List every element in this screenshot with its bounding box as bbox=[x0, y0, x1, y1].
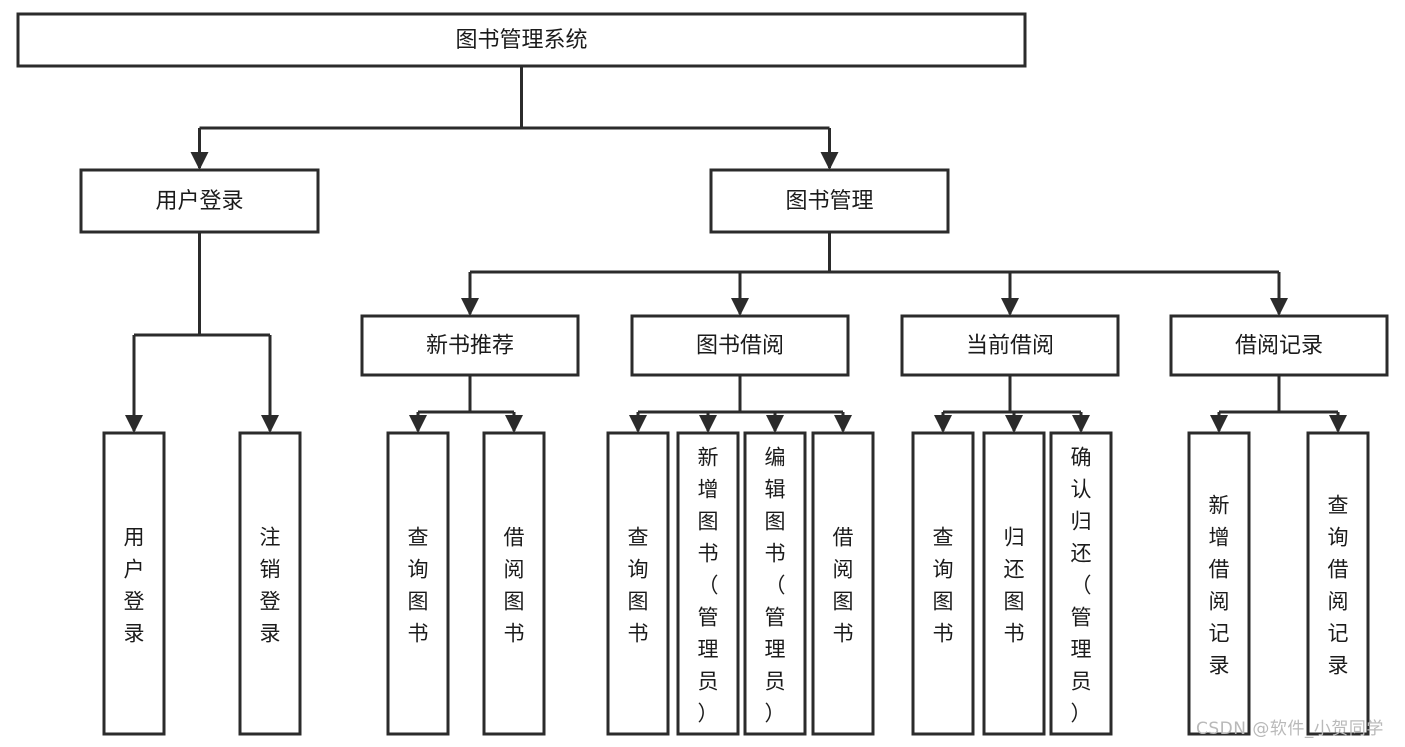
node-leaf-新增图书管理员-5-label: 新增图书（管理员） bbox=[698, 445, 719, 725]
node-leaf-新增借阅记录-11-label: 新增借阅记录 bbox=[1209, 493, 1230, 677]
node-leaf-查询图书-4[interactable]: 查询图书 bbox=[606, 431, 670, 736]
arrow-head-icon bbox=[461, 298, 479, 316]
node-leaf-借阅图书-3[interactable]: 借阅图书 bbox=[482, 431, 546, 736]
node-level3-借阅记录-label: 借阅记录 bbox=[1235, 334, 1323, 359]
connector-layer bbox=[125, 66, 1347, 433]
node-layer: 图书管理系统用户登录图书管理新书推荐图书借阅当前借阅借阅记录用户登录注销登录查询… bbox=[16, 12, 1389, 736]
node-leaf-确认归还管理员-10-label: 确认归还（管理员） bbox=[1071, 445, 1092, 725]
arrow-head-icon bbox=[261, 415, 279, 433]
node-leaf-查询图书-4-label: 查询图书 bbox=[628, 525, 649, 645]
node-leaf-注销登录-1-label: 注销登录 bbox=[260, 525, 281, 645]
arrow-head-icon bbox=[934, 415, 952, 433]
arrow-head-icon bbox=[834, 415, 852, 433]
node-leaf-查询图书-2-label: 查询图书 bbox=[408, 525, 429, 645]
node-level3-图书借阅-label: 图书借阅 bbox=[696, 334, 784, 359]
node-leaf-借阅图书-7-label: 借阅图书 bbox=[833, 525, 854, 645]
node-level2-图书管理-box[interactable] bbox=[709, 168, 950, 234]
node-leaf-查询借阅记录-12-box[interactable] bbox=[1306, 431, 1370, 736]
arrow-head-icon bbox=[699, 415, 717, 433]
arrow-head-icon bbox=[1005, 415, 1023, 433]
node-level3-新书推荐-box[interactable] bbox=[360, 314, 580, 377]
node-leaf-新增图书管理员-5[interactable]: 新增图书（管理员） bbox=[676, 431, 740, 736]
node-level2-用户登录[interactable]: 用户登录 bbox=[79, 168, 320, 234]
arrow-head-icon bbox=[1210, 415, 1228, 433]
node-图书管理系统-root-box[interactable] bbox=[16, 12, 1027, 68]
arrow-head-icon bbox=[820, 152, 839, 170]
node-level2-图书管理[interactable]: 图书管理 bbox=[709, 168, 950, 234]
node-level3-当前借阅[interactable]: 当前借阅 bbox=[900, 314, 1120, 377]
node-leaf-编辑图书管理员-6[interactable]: 编辑图书（管理员） bbox=[743, 431, 807, 736]
node-leaf-归还图书-9-label: 归还图书 bbox=[1004, 525, 1025, 645]
node-图书管理系统-root-label: 图书管理系统 bbox=[455, 28, 587, 53]
node-leaf-查询图书-4-box[interactable] bbox=[606, 431, 670, 736]
arrow-head-icon bbox=[1329, 415, 1347, 433]
node-leaf-用户登录-0[interactable]: 用户登录 bbox=[102, 431, 166, 736]
arrow-head-icon bbox=[409, 415, 427, 433]
node-leaf-注销登录-1[interactable]: 注销登录 bbox=[238, 431, 302, 736]
node-level3-图书借阅[interactable]: 图书借阅 bbox=[630, 314, 850, 377]
arrow-head-icon bbox=[1072, 415, 1090, 433]
arrow-head-icon bbox=[766, 415, 784, 433]
arrow-head-icon bbox=[190, 152, 209, 170]
node-leaf-归还图书-9[interactable]: 归还图书 bbox=[982, 431, 1046, 736]
node-level3-图书借阅-box[interactable] bbox=[630, 314, 850, 377]
node-leaf-借阅图书-3-box[interactable] bbox=[482, 431, 546, 736]
arrow-head-icon bbox=[731, 298, 749, 316]
node-leaf-用户登录-0-box[interactable] bbox=[102, 431, 166, 736]
node-leaf-确认归还管理员-10[interactable]: 确认归还（管理员） bbox=[1049, 431, 1113, 736]
node-leaf-新增借阅记录-11-box[interactable] bbox=[1187, 431, 1251, 736]
node-leaf-归还图书-9-box[interactable] bbox=[982, 431, 1046, 736]
arrow-head-icon bbox=[1270, 298, 1288, 316]
node-leaf-借阅图书-7[interactable]: 借阅图书 bbox=[811, 431, 875, 736]
node-leaf-查询图书-2-box[interactable] bbox=[386, 431, 450, 736]
node-图书管理系统-root[interactable]: 图书管理系统 bbox=[16, 12, 1027, 68]
node-level3-借阅记录-box[interactable] bbox=[1169, 314, 1389, 377]
node-leaf-查询图书-8-box[interactable] bbox=[911, 431, 975, 736]
arrow-head-icon bbox=[629, 415, 647, 433]
node-leaf-查询图书-2[interactable]: 查询图书 bbox=[386, 431, 450, 736]
arrow-head-icon bbox=[1001, 298, 1019, 316]
arrow-head-icon bbox=[125, 415, 143, 433]
node-leaf-编辑图书管理员-6-box[interactable] bbox=[743, 431, 807, 736]
node-level3-新书推荐[interactable]: 新书推荐 bbox=[360, 314, 580, 377]
node-leaf-查询借阅记录-12-label: 查询借阅记录 bbox=[1328, 493, 1349, 677]
node-leaf-新增借阅记录-11[interactable]: 新增借阅记录 bbox=[1187, 431, 1251, 736]
node-leaf-查询借阅记录-12[interactable]: 查询借阅记录 bbox=[1306, 431, 1370, 736]
arrow-head-icon bbox=[505, 415, 523, 433]
node-level3-当前借阅-label: 当前借阅 bbox=[966, 334, 1054, 359]
node-level2-用户登录-label: 用户登录 bbox=[155, 189, 243, 214]
node-leaf-编辑图书管理员-6-label: 编辑图书（管理员） bbox=[765, 445, 786, 725]
node-level2-用户登录-box[interactable] bbox=[79, 168, 320, 234]
node-level3-新书推荐-label: 新书推荐 bbox=[426, 334, 514, 359]
node-leaf-借阅图书-7-box[interactable] bbox=[811, 431, 875, 736]
node-leaf-查询图书-8[interactable]: 查询图书 bbox=[911, 431, 975, 736]
node-level3-当前借阅-box[interactable] bbox=[900, 314, 1120, 377]
node-level2-图书管理-label: 图书管理 bbox=[785, 189, 873, 214]
node-leaf-用户登录-0-label: 用户登录 bbox=[124, 525, 145, 645]
node-level3-借阅记录[interactable]: 借阅记录 bbox=[1169, 314, 1389, 377]
node-leaf-注销登录-1-box[interactable] bbox=[238, 431, 302, 736]
node-leaf-新增图书管理员-5-box[interactable] bbox=[676, 431, 740, 736]
node-leaf-查询图书-8-label: 查询图书 bbox=[933, 525, 954, 645]
node-leaf-确认归还管理员-10-box[interactable] bbox=[1049, 431, 1113, 736]
node-leaf-借阅图书-3-label: 借阅图书 bbox=[504, 525, 525, 645]
csdn-watermark: CSDN @软件_小贺同学 bbox=[1196, 719, 1384, 739]
